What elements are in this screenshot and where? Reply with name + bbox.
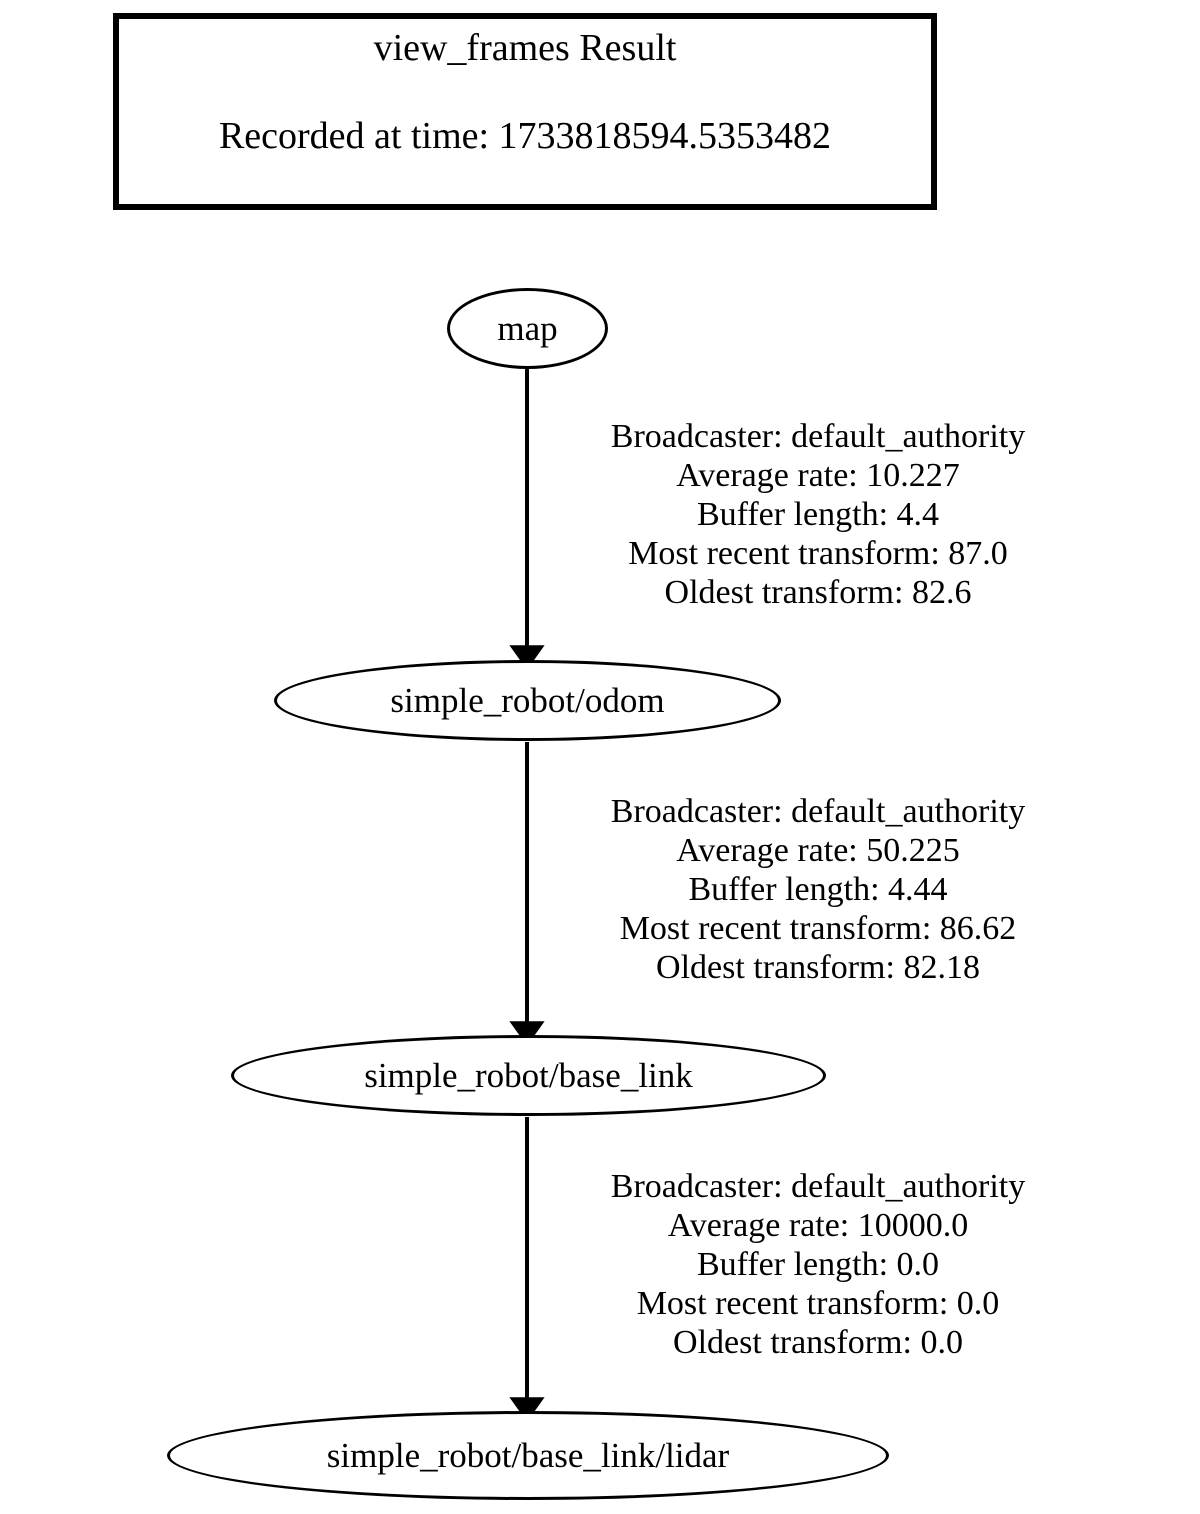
frame-node-simple-robot-base-link-lidar[interactable]: simple_robot/base_link/lidar xyxy=(167,1411,889,1500)
edge-oldest-transform: Oldest transform: 82.6 xyxy=(664,574,972,612)
edge-buffer-length: Buffer length: 4.4 xyxy=(696,496,940,534)
frame-node-label: simple_robot/odom xyxy=(390,681,665,720)
frame-node-simple-robot-base-link[interactable]: simple_robot/base_link xyxy=(231,1035,826,1116)
edge-most-recent-transform: Most recent transform: 86.62 xyxy=(619,910,1017,948)
edge-buffer-length: Buffer length: 0.0 xyxy=(696,1246,940,1284)
edge-label-base-link-to-lidar: Broadcaster: default_authority Average r… xyxy=(537,1167,1099,1362)
edge-oldest-transform: Oldest transform: 0.0 xyxy=(673,1324,963,1362)
edge-label-map-to-odom: Broadcaster: default_authority Average r… xyxy=(537,417,1099,612)
frame-node-simple-robot-odom[interactable]: simple_robot/odom xyxy=(274,660,781,741)
edge-broadcaster: Broadcaster: default_authority xyxy=(610,418,1026,455)
edge-most-recent-transform: Most recent transform: 87.0 xyxy=(628,535,1008,573)
edge-oldest-transform: Oldest transform: 82.18 xyxy=(656,949,980,987)
edge-buffer-length: Buffer length: 4.44 xyxy=(688,871,948,909)
page-title: view_frames Result xyxy=(373,27,677,69)
recorded-at-timestamp: Recorded at time: 1733818594.5353482 xyxy=(218,114,832,157)
edge-average-rate: Average rate: 10.227 xyxy=(676,457,960,495)
edge-broadcaster: Broadcaster: default_authority xyxy=(610,1168,1026,1205)
edge-most-recent-transform: Most recent transform: 0.0 xyxy=(636,1285,1000,1323)
frame-node-label: simple_robot/base_link xyxy=(364,1056,693,1095)
frame-node-label: simple_robot/base_link/lidar xyxy=(326,1436,730,1475)
view-frames-title-box: view_frames Result Recorded at time: 173… xyxy=(113,13,937,210)
frame-node-label: map xyxy=(497,309,558,348)
edge-broadcaster: Broadcaster: default_authority xyxy=(610,793,1026,830)
edge-label-odom-to-base-link: Broadcaster: default_authority Average r… xyxy=(537,792,1099,987)
frame-node-map[interactable]: map xyxy=(447,288,608,369)
edge-average-rate: Average rate: 50.225 xyxy=(676,832,960,870)
edge-average-rate: Average rate: 10000.0 xyxy=(667,1207,969,1245)
